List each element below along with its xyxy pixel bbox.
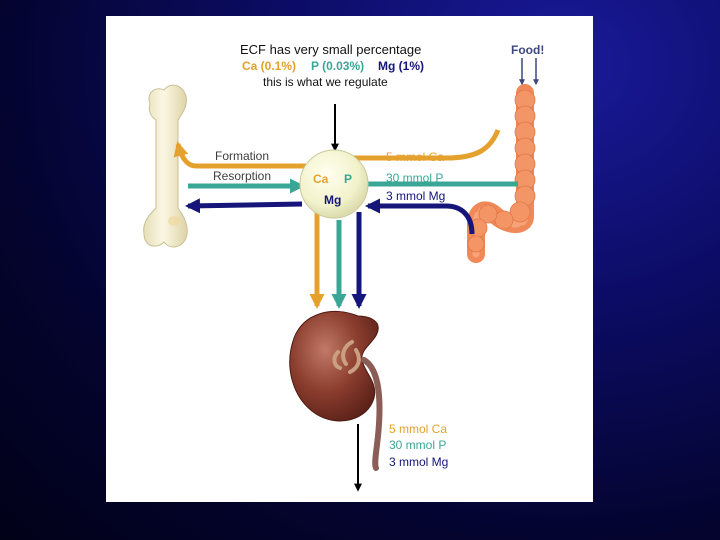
header-calcium-share: Ca (0.1%) <box>242 59 297 73</box>
urine-calcium-amount: 5 mmol Ca <box>389 422 448 436</box>
urine-magnesium-amount: 3 mmol Mg <box>389 455 449 469</box>
urine-phosphate-amount: 30 mmol P <box>389 438 447 452</box>
intestine-illustration <box>467 84 536 263</box>
header-magnesium-share: Mg (1%) <box>378 59 424 73</box>
gut-magnesium-amount: 3 mmol Mg <box>386 189 446 203</box>
header-line-3: this is what we regulate <box>263 75 388 89</box>
kidney-illustration <box>289 310 383 471</box>
header-phosphate-share: P (0.03%) <box>311 59 365 73</box>
gut-calcium-amount: 5 mmol Ca <box>386 150 445 164</box>
bone-magnesium-arrow <box>185 198 303 214</box>
formation-label: Formation <box>215 149 270 163</box>
food-label: Food! <box>511 43 545 57</box>
gut-phosphate-amount: 30 mmol P <box>386 171 444 185</box>
resorption-label: Resorption <box>213 169 272 183</box>
ecf-pool <box>299 149 369 219</box>
diagram-panel: ECF has very small percentage Ca (0.1%) … <box>106 16 593 502</box>
formation-arrow <box>173 141 306 169</box>
header-line-1: ECF has very small percentage <box>240 42 422 57</box>
gut-magnesium-arrow <box>365 198 475 235</box>
ecf-phosphate-label: P <box>344 172 353 186</box>
gut-calcium-arrow <box>323 129 501 166</box>
bone-illustration <box>143 84 188 248</box>
ecf-calcium-label: Ca <box>313 172 329 186</box>
ecf-magnesium-label: Mg <box>324 193 342 207</box>
mineral-balance-diagram <box>143 58 539 492</box>
